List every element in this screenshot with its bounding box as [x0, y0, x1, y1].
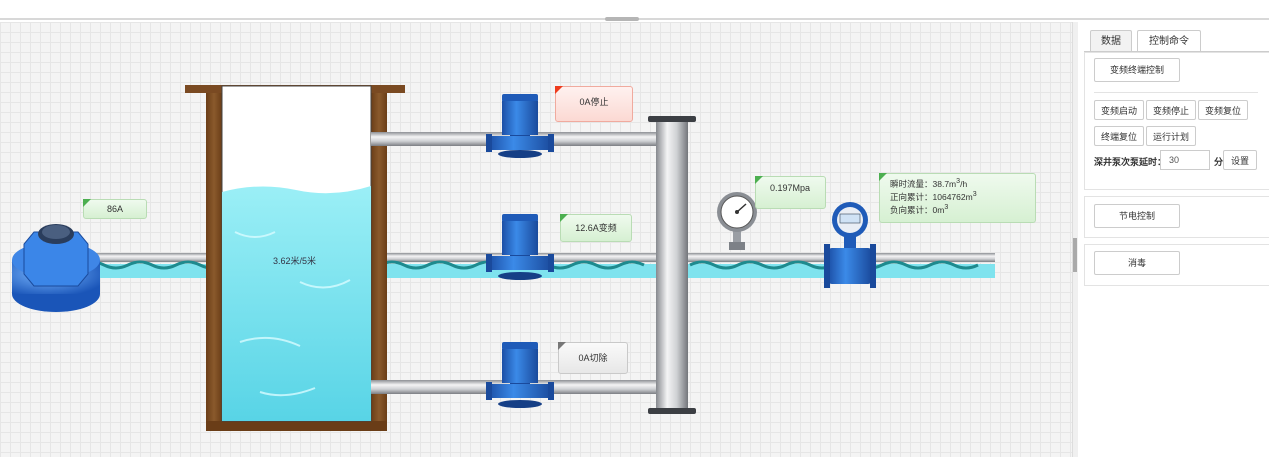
forward-total-sup: 3 — [972, 189, 977, 198]
pump-1-status-tag: 0A停止 — [555, 86, 633, 122]
disinfection-button[interactable]: 消毒 — [1094, 251, 1180, 275]
inverter-reset-button[interactable]: 变频复位 — [1198, 100, 1248, 120]
pump-2-status: 12.6A变频 — [575, 223, 617, 233]
water-tank — [185, 85, 405, 431]
power-saving-button[interactable]: 节电控制 — [1094, 204, 1180, 228]
flowmeter-icon — [824, 202, 876, 288]
reverse-total-sup: 3 — [944, 202, 949, 211]
process-canvas: 86A 3.62米/5米 0A停止 12.6A变频 0A切除 0.197Mpa … — [0, 22, 1072, 457]
well-pump-icon[interactable] — [12, 224, 100, 312]
instant-flow-sup: 3 — [956, 177, 961, 185]
terminal-reset-button[interactable]: 终端复位 — [1094, 126, 1144, 146]
inverter-divider — [1094, 92, 1258, 93]
pump-3-icon[interactable] — [486, 342, 554, 408]
pump-3-status: 0A切除 — [578, 353, 608, 363]
pump-delay-unit: 分 — [1214, 157, 1224, 167]
pump-1-status: 0A停止 — [579, 97, 609, 107]
pressure-tag: 0.197Mpa — [755, 176, 826, 209]
forward-total-value: 1064762m — [932, 191, 973, 202]
tank-level-label: 3.62米/5米 — [273, 256, 317, 266]
forward-total-row: 正向累计：1064762m3 — [890, 189, 1029, 202]
pump-3-status-tag: 0A切除 — [558, 342, 628, 374]
tab-data[interactable]: 数据 — [1090, 30, 1132, 52]
set-delay-button[interactable]: 设置 — [1223, 150, 1257, 170]
pump-delay-label: 深井泵次泵延时： — [1094, 157, 1167, 167]
reverse-total-label: 负向累计： — [890, 204, 933, 215]
inverter-start-button[interactable]: 变频启动 — [1094, 100, 1144, 120]
splitter-grip[interactable] — [1073, 238, 1077, 272]
reverse-total-value: 0m — [932, 204, 945, 215]
instant-flow-value: 38.7m — [932, 178, 957, 189]
instant-flow-row: 瞬时流量：38.7m3/h — [890, 176, 1029, 189]
vertical-manifold — [648, 116, 696, 414]
control-panel: 数据 控制命令 变频终端控制 变频启动 变频停止 变频复位 终端复位 运行计划 … — [1078, 22, 1269, 457]
forward-total-label: 正向累计： — [890, 191, 933, 202]
pressure-gauge-icon — [717, 192, 757, 250]
tab-divider — [1084, 51, 1269, 52]
instant-flow-label: 瞬时流量： — [890, 178, 933, 189]
top-drag-handle[interactable] — [605, 17, 639, 21]
well-current-value: 86A — [106, 204, 123, 214]
pump-2-icon[interactable] — [486, 214, 554, 280]
well-current-tag: 86A — [83, 199, 147, 219]
run-plan-button[interactable]: 运行计划 — [1146, 126, 1196, 146]
pump-delay-input[interactable]: 30 — [1160, 150, 1210, 170]
inverter-stop-button[interactable]: 变频停止 — [1146, 100, 1196, 120]
tab-control-commands[interactable]: 控制命令 — [1137, 30, 1201, 53]
reverse-total-row: 负向累计：0m3 — [890, 202, 1029, 215]
instant-flow-unit: /h — [960, 178, 968, 189]
pump-2-status-tag: 12.6A变频 — [560, 214, 632, 242]
pump-1-icon[interactable] — [486, 94, 554, 158]
pressure-value: 0.197Mpa — [770, 183, 811, 193]
flowmeter-tag: 瞬时流量：38.7m3/h 正向累计：1064762m3 负向累计：0m3 — [879, 173, 1036, 223]
process-diagram — [12, 85, 995, 431]
inverter-terminal-control-button[interactable]: 变频终端控制 — [1094, 58, 1180, 82]
